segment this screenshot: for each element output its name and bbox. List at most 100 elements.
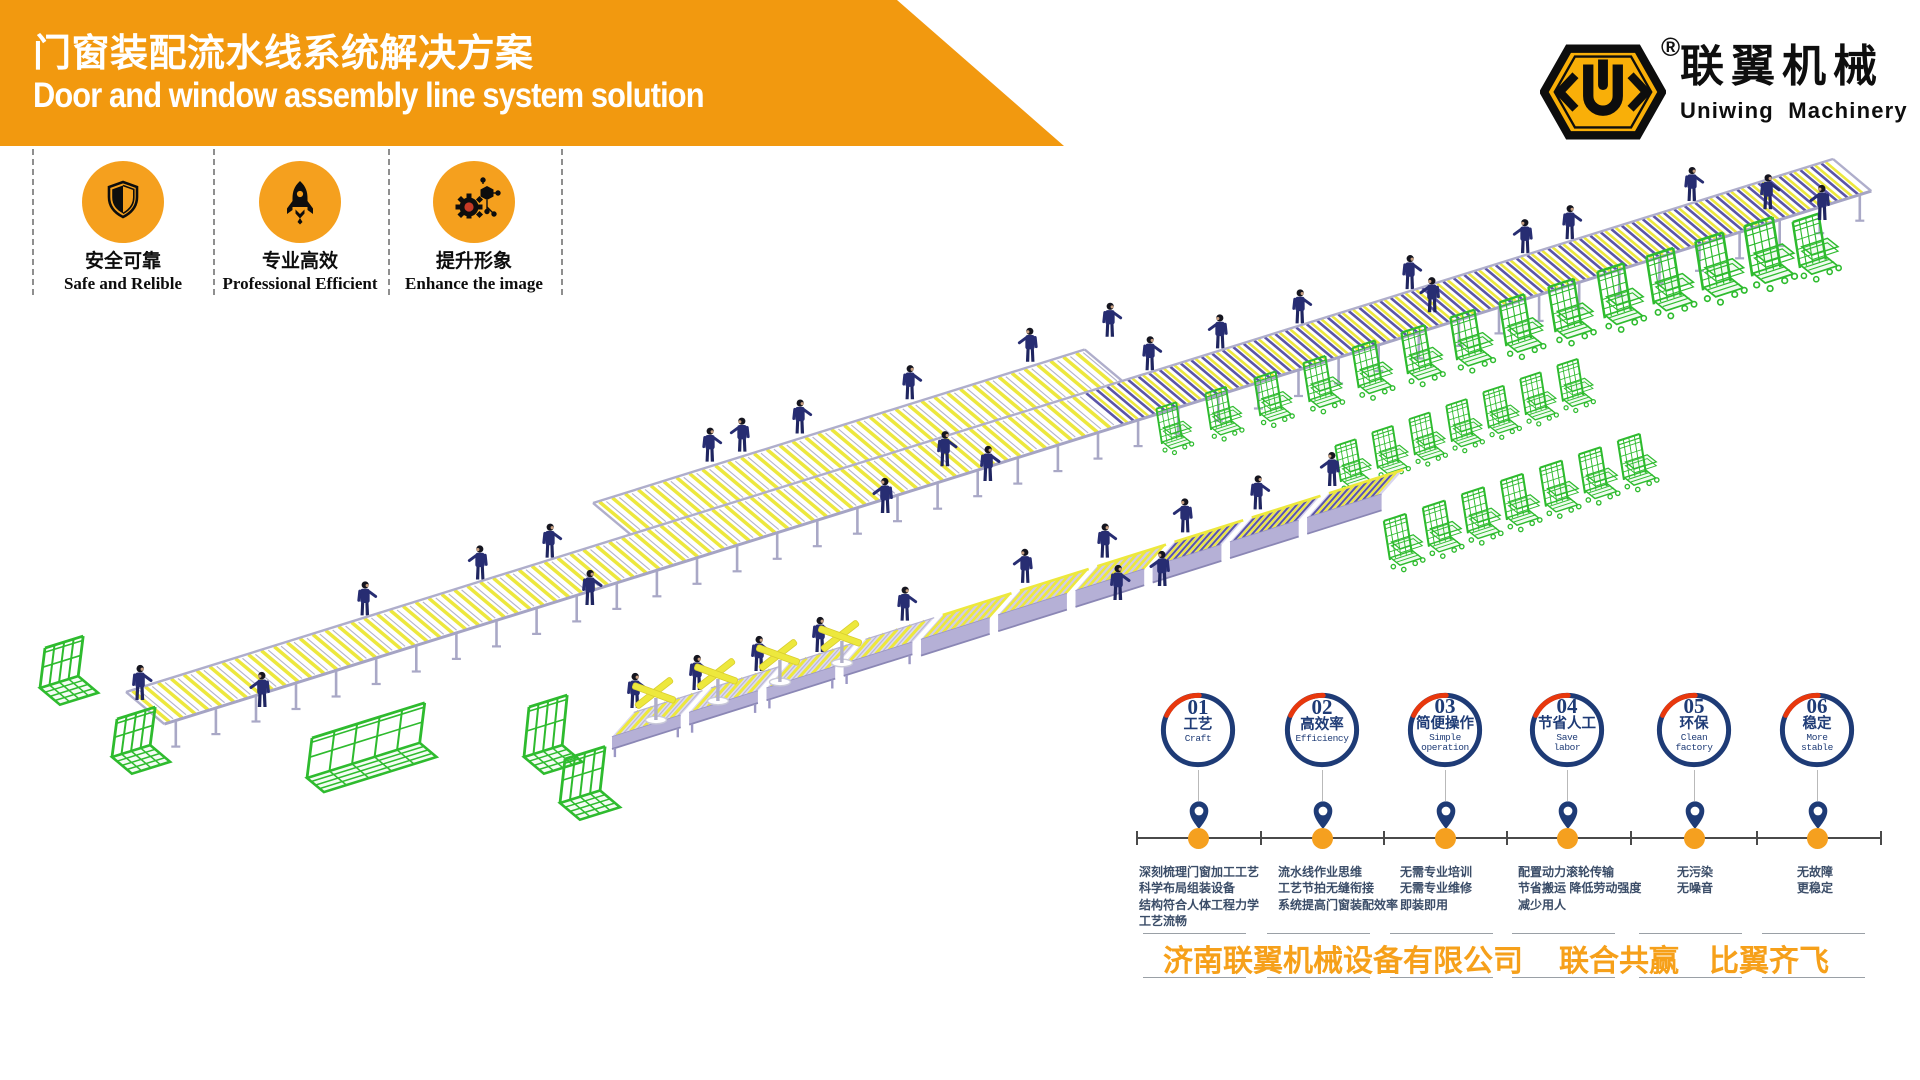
step-title-zh: 稳定 — [1802, 716, 1832, 732]
timeline-dot — [1683, 827, 1705, 849]
worker-figure — [1207, 314, 1228, 349]
wire-cart — [1421, 499, 1465, 560]
step-title-en: Clean factory — [1675, 732, 1713, 753]
worker-figure — [467, 545, 488, 580]
dashed-separator — [213, 149, 215, 295]
worker-figure — [1102, 302, 1123, 337]
assembly-table — [997, 567, 1090, 633]
wire-cart — [1791, 212, 1843, 283]
wire-cart — [1408, 411, 1449, 467]
glass-rack — [304, 701, 440, 794]
feature-label-zh: 安全可靠 — [84, 251, 161, 272]
wire-cart — [1460, 486, 1504, 546]
step-title-en: More stable — [1801, 732, 1833, 753]
step-connector — [1694, 770, 1695, 801]
feature-label-en: Safe and Relible — [63, 274, 183, 293]
rule-segment — [1390, 977, 1493, 978]
feature-label-zh: 提升形象 — [435, 251, 512, 272]
cart-row-middle-upper — [1334, 358, 1597, 494]
cart-row-conveyor — [1155, 212, 1843, 456]
rule-segment — [1143, 933, 1246, 934]
assembly-table — [1306, 468, 1404, 535]
worker-figure — [1319, 452, 1340, 487]
footer-slogan: 济南联翼机械设备有限公司联合共赢比翼齐飞 — [1163, 936, 1829, 980]
step-title-en: Simple operation — [1421, 732, 1469, 753]
worker-figure — [1562, 205, 1583, 240]
rocket-icon — [259, 161, 341, 243]
worker-figure — [1512, 219, 1533, 254]
rule-segment — [1639, 977, 1742, 978]
worker-figure — [1172, 498, 1193, 533]
map-pin-icon — [1313, 801, 1332, 829]
worker-figure — [1149, 550, 1170, 586]
glass-rack — [557, 745, 623, 822]
worker-figure — [357, 581, 378, 616]
step-title-zh: 环保 — [1679, 716, 1709, 732]
worker-figure — [1684, 166, 1705, 202]
rule-segment — [1267, 977, 1370, 978]
assembly-table — [920, 592, 1012, 657]
step-connector — [1198, 770, 1199, 801]
wire-cart — [1538, 459, 1582, 519]
worker-figure — [132, 664, 153, 700]
feature-image: 提升形象 Enhance the image — [386, 149, 562, 294]
wire-cart — [1743, 215, 1799, 293]
timeline-tick — [1383, 831, 1385, 845]
timeline-dot — [1311, 827, 1333, 849]
wire-cart — [1596, 262, 1648, 333]
rule-segment — [1762, 933, 1865, 934]
glass-racks — [37, 634, 623, 822]
worker-figure — [1097, 523, 1118, 558]
company-name: 济南联翼机械设备有限公司 — [1163, 945, 1523, 978]
step-ring-icon — [1656, 692, 1732, 768]
feature-label-zh: 专业高效 — [261, 251, 338, 272]
worker-figure — [1292, 289, 1313, 324]
page-title-zh: 门窗装配流水线系统解决方案 — [33, 33, 534, 75]
glass-rack — [37, 634, 101, 707]
worker-figure — [1809, 184, 1830, 220]
timeline-step-circle: 01 工艺 Craft — [1158, 690, 1238, 770]
wire-cart — [1556, 358, 1597, 414]
timeline-tick — [1506, 831, 1508, 845]
timeline-tick — [1136, 831, 1138, 845]
step-details: 无故障 更稳定 — [1797, 865, 1834, 896]
step-title-zh: 简便操作 — [1416, 716, 1474, 732]
timeline-dot — [1187, 827, 1209, 849]
timeline-tick — [1880, 831, 1882, 845]
worker-figure — [542, 523, 563, 558]
assembly-table — [1229, 494, 1321, 559]
step-number: 02 — [1311, 695, 1333, 719]
wire-cart — [1577, 446, 1621, 506]
assembly-table — [843, 617, 935, 684]
timeline-tick — [1756, 831, 1758, 845]
step-title-zh: 节省人工 — [1538, 716, 1596, 732]
logo-name-en: Uniwing Machinery — [1680, 98, 1908, 123]
worker-figure — [937, 431, 958, 467]
worker-figure — [1419, 277, 1440, 313]
timeline-dot — [1434, 827, 1456, 849]
worker-figure — [872, 477, 893, 513]
step-number: 05 — [1683, 694, 1705, 718]
logo-hexagon-u-icon — [1540, 44, 1666, 140]
glass-rack — [109, 705, 173, 776]
timeline-axis — [1136, 837, 1882, 839]
page-title-en: Door and window assembly line system sol… — [33, 76, 705, 115]
window-cross — [755, 639, 801, 687]
timeline-dot — [1806, 827, 1828, 849]
gear-network-icon — [433, 161, 515, 243]
rule-segment — [1143, 977, 1246, 978]
glass-rack — [521, 693, 585, 776]
rule-segment — [1512, 977, 1615, 978]
wire-cart — [1482, 384, 1523, 440]
wire-cart — [1694, 231, 1748, 306]
worker-figure — [1110, 564, 1131, 600]
step-connector — [1817, 770, 1818, 801]
title-banner: 门窗装配流水线系统解决方案 Door and window assembly l… — [0, 0, 1064, 146]
worker-figure — [980, 445, 1001, 481]
rule-segment — [1512, 933, 1615, 934]
timeline-step-circle: 04 节省人工 Save labor — [1527, 690, 1607, 770]
wire-cart — [1547, 277, 1597, 347]
slogan-1: 联合共赢 — [1559, 945, 1679, 978]
worker-figure — [1142, 336, 1163, 371]
